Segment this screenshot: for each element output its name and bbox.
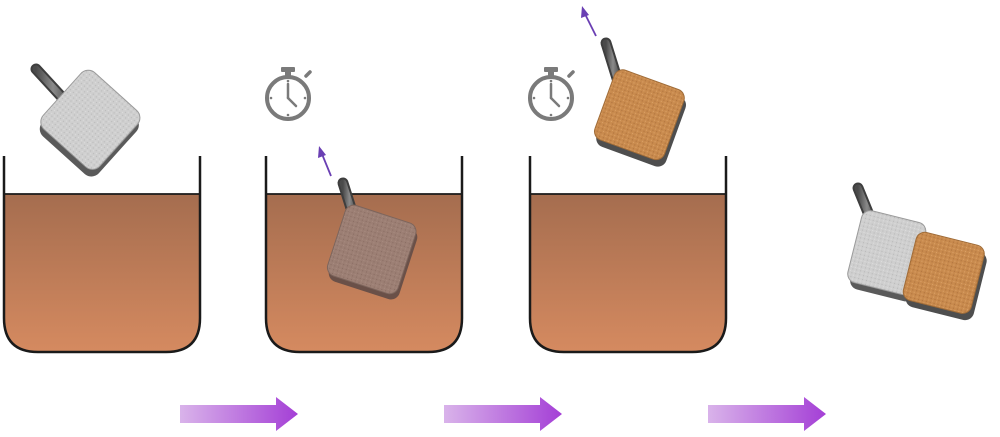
stage-2 [264,67,464,354]
process-arrow-icon [180,397,298,431]
stage-1 [2,63,202,354]
stopwatch-icon [265,67,312,121]
process-arrow-icon [444,397,562,431]
withdraw-arrow-icon [318,146,332,177]
stopwatch-icon [528,67,575,121]
substrate-holder-icon [30,63,141,177]
beaker-icon [528,156,728,354]
process-arrow-icon [708,397,826,431]
withdraw-arrow-icon [581,6,597,37]
substrate-holder-icon [326,177,418,300]
beaker-icon [2,156,202,354]
substrate-holder-icon [594,37,686,167]
stage-4 [847,182,987,321]
stage-3 [528,6,728,354]
coated-substrate-icon [902,231,987,321]
